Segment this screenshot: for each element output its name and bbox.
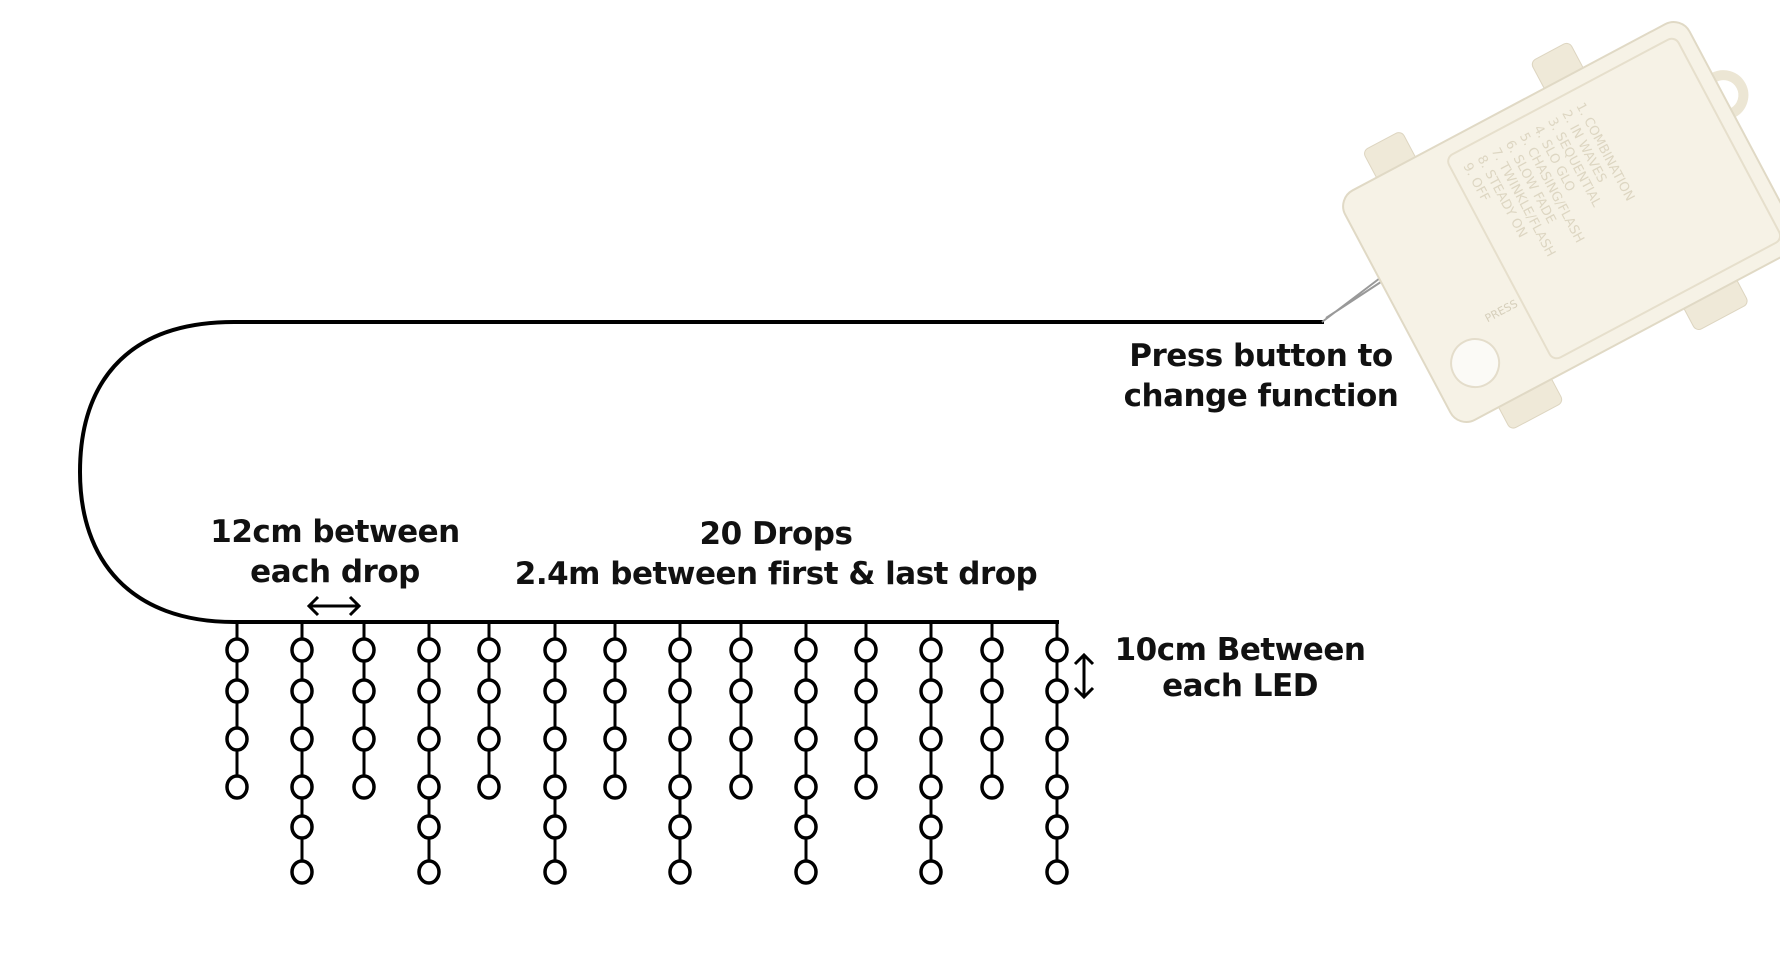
led-spacing-label: 10cm Between each LED <box>1114 632 1366 704</box>
led-bulb <box>225 637 249 663</box>
led-bulb <box>729 678 753 704</box>
led-bulb <box>1045 859 1069 885</box>
led-bulb <box>290 637 314 663</box>
drop <box>980 622 1004 800</box>
drops-label: 20 Drops 2.4m between first & last drop <box>514 516 1038 592</box>
led-bulb <box>668 678 692 704</box>
led-bulb <box>543 859 567 885</box>
drop-spacing-label: 12cm between each drop <box>210 514 460 590</box>
cable <box>77 320 1324 624</box>
led-bulb <box>919 859 943 885</box>
led-bulb <box>729 774 753 800</box>
led-bulb <box>854 774 878 800</box>
horizontal-spacing-arrow-icon <box>306 595 362 617</box>
led-bulb <box>477 774 501 800</box>
led-bulb <box>290 859 314 885</box>
led-bulb <box>794 774 818 800</box>
drop <box>225 622 249 800</box>
led-bulb <box>290 814 314 840</box>
drop <box>543 622 567 885</box>
led-bulb <box>668 637 692 663</box>
led-bulb <box>417 678 441 704</box>
button-label: Press button to change function <box>1123 338 1399 414</box>
led-bulb <box>352 637 376 663</box>
led-bulb <box>543 774 567 800</box>
led-bulb <box>477 637 501 663</box>
vertical-spacing-arrow-icon <box>1073 652 1095 700</box>
drop <box>603 622 627 800</box>
led-bulb <box>290 678 314 704</box>
led-bulb <box>417 774 441 800</box>
drops-group <box>225 622 1069 885</box>
led-bulb <box>980 726 1004 752</box>
led-bulb <box>1045 774 1069 800</box>
led-bulb <box>1045 637 1069 663</box>
drop <box>919 622 943 885</box>
led-bulb <box>980 678 1004 704</box>
led-bulb <box>477 678 501 704</box>
led-bulb <box>603 678 627 704</box>
led-bulb <box>417 859 441 885</box>
led-bulb <box>603 774 627 800</box>
led-bulb <box>854 637 878 663</box>
led-bulb <box>668 859 692 885</box>
led-bulb <box>543 678 567 704</box>
drop <box>417 622 441 885</box>
led-bulb <box>1045 726 1069 752</box>
led-bulb <box>1045 814 1069 840</box>
drop <box>794 622 818 885</box>
led-bulb <box>854 726 878 752</box>
led-bulb <box>919 678 943 704</box>
led-bulb <box>417 814 441 840</box>
function-button[interactable] <box>1443 331 1508 396</box>
led-bulb <box>854 678 878 704</box>
led-bulb <box>668 774 692 800</box>
led-bulb <box>477 726 501 752</box>
led-bulb <box>225 774 249 800</box>
led-bulb <box>543 637 567 663</box>
led-bulb <box>603 726 627 752</box>
led-bulb <box>919 774 943 800</box>
led-bulb <box>980 774 1004 800</box>
led-bulb <box>417 726 441 752</box>
drop <box>290 622 314 885</box>
led-bulb <box>1045 678 1069 704</box>
drop <box>854 622 878 800</box>
drop <box>668 622 692 885</box>
led-bulb <box>352 726 376 752</box>
led-bulb <box>794 814 818 840</box>
led-bulb <box>729 726 753 752</box>
drop <box>352 622 376 800</box>
led-bulb <box>352 678 376 704</box>
led-bulb <box>603 637 627 663</box>
led-bulb <box>919 814 943 840</box>
drop <box>729 622 753 800</box>
led-bulb <box>543 814 567 840</box>
led-bulb <box>919 637 943 663</box>
led-bulb <box>794 726 818 752</box>
led-bulb <box>729 637 753 663</box>
drop <box>1045 622 1069 885</box>
led-bulb <box>417 637 441 663</box>
led-bulb <box>668 814 692 840</box>
led-bulb <box>290 726 314 752</box>
led-bulb <box>543 726 567 752</box>
led-bulb <box>225 726 249 752</box>
controller-wires <box>1321 271 1391 323</box>
led-bulb <box>980 637 1004 663</box>
led-bulb <box>668 726 692 752</box>
led-bulb <box>794 637 818 663</box>
led-bulb <box>794 859 818 885</box>
led-bulb <box>352 774 376 800</box>
led-bulb <box>919 726 943 752</box>
drop <box>477 622 501 800</box>
led-bulb <box>225 678 249 704</box>
led-bulb <box>794 678 818 704</box>
led-bulb <box>290 774 314 800</box>
